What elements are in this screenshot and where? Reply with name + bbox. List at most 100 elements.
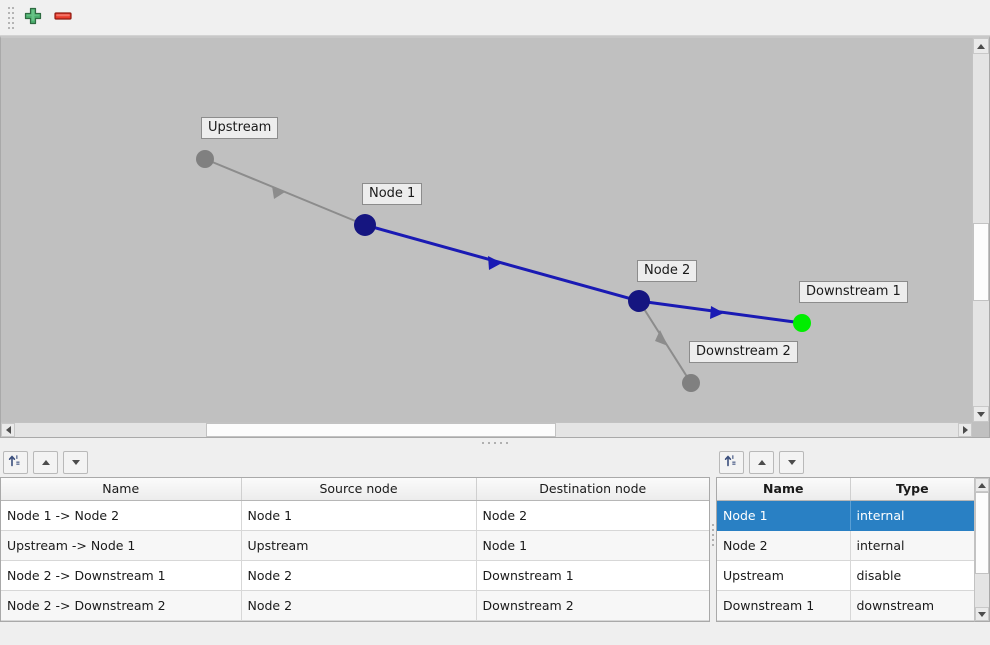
nodes-table-container[interactable]: Name Type Node 1 internal Node 2 i — [716, 477, 974, 622]
edge-destination-cell: Downstream 2 — [476, 590, 709, 621]
arrow-down-icon — [787, 459, 796, 465]
nodes-column-name[interactable]: Name — [717, 478, 851, 501]
edges-column-source[interactable]: Source node — [241, 478, 477, 501]
edge-node1-node2[interactable] — [364, 223, 640, 303]
arrow-right-icon — [962, 426, 968, 434]
nodes-scroll-up-button[interactable] — [975, 478, 989, 492]
sort-ascending-icon — [7, 452, 24, 472]
edge-name-cell: Node 1 -> Node 2 — [1, 500, 242, 531]
arrow-up-icon — [978, 482, 986, 488]
canvas-horizontal-scrollbar[interactable] — [1, 422, 972, 437]
edge-source-cell: Node 1 — [241, 500, 477, 531]
graph-node-node1[interactable] — [354, 214, 376, 236]
edge-upstream-node1[interactable] — [204, 158, 366, 226]
nodes-table-header-row: Name Type — [717, 478, 974, 501]
scroll-right-button[interactable] — [958, 423, 972, 437]
sort-edges-button[interactable] — [3, 450, 28, 474]
nodes-scroll-down-button[interactable] — [975, 607, 989, 621]
edge-name-cell: Node 2 -> Downstream 2 — [1, 590, 242, 621]
edges-table: Name Source node Destination node Node 1… — [1, 478, 709, 621]
arrow-up-icon — [757, 459, 766, 465]
nodes-column-type[interactable]: Type — [850, 478, 974, 501]
graph-label-node2[interactable]: Node 2 — [637, 260, 698, 282]
node-name-cell: Node 1 — [717, 500, 851, 531]
table-row[interactable]: Node 2 -> Downstream 1 Node 2 Downstream… — [1, 560, 709, 591]
table-row[interactable]: Upstream -> Node 1 Upstream Node 1 — [1, 530, 709, 561]
table-row[interactable]: Downstream 1 downstream — [717, 590, 974, 621]
graph-canvas[interactable]: Upstream Node 1 Node 2 Downstream 1 Down… — [1, 38, 972, 422]
arrow-down-icon — [978, 611, 986, 617]
graph-node-upstream[interactable] — [196, 150, 214, 168]
table-empty-row — [717, 620, 974, 621]
edge-node2-downstream1[interactable] — [638, 299, 803, 325]
graph-label-downstream2[interactable]: Downstream 2 — [689, 341, 798, 363]
edge-name-cell: Upstream -> Node 1 — [1, 530, 242, 561]
edge-source-cell: Node 2 — [241, 560, 477, 591]
graph-label-downstream1[interactable]: Downstream 1 — [799, 281, 908, 303]
node-name-cell: Upstream — [717, 560, 851, 591]
nodes-toolbar — [716, 447, 990, 477]
move-edge-down-button[interactable] — [63, 450, 88, 474]
minus-icon — [52, 6, 74, 29]
edges-table-container[interactable]: Name Source node Destination node Node 1… — [0, 477, 710, 622]
edges-column-destination[interactable]: Destination node — [476, 478, 709, 501]
edge-name-cell: Node 2 -> Downstream 1 — [1, 560, 242, 591]
scroll-down-button[interactable] — [973, 406, 989, 422]
edge-destination-cell: Node 1 — [476, 530, 709, 561]
table-row[interactable]: Node 2 internal — [717, 530, 974, 561]
nodes-vscroll-thumb[interactable] — [975, 492, 989, 574]
add-node-button[interactable] — [18, 4, 48, 32]
graph-node-downstream1[interactable] — [793, 314, 811, 332]
edge-destination-cell: Downstream 1 — [476, 560, 709, 591]
nodes-table-vertical-scrollbar[interactable] — [974, 477, 990, 622]
graph-node-downstream2[interactable] — [682, 374, 700, 392]
vscroll-thumb[interactable] — [973, 223, 989, 301]
arrow-down-icon — [977, 411, 985, 417]
edges-table-header-row: Name Source node Destination node — [1, 478, 709, 501]
arrow-left-icon — [5, 426, 11, 434]
edges-toolbar — [0, 447, 710, 477]
node-name-cell: Downstream 1 — [717, 590, 851, 621]
node-type-cell: disable — [850, 560, 974, 591]
move-node-up-button[interactable] — [749, 450, 774, 474]
sort-ascending-icon — [723, 452, 740, 472]
arrow-down-icon — [71, 459, 80, 465]
sort-nodes-button[interactable] — [719, 450, 744, 474]
edge-node2-downstream2[interactable] — [638, 300, 692, 384]
table-row[interactable]: Upstream disable — [717, 560, 974, 591]
edges-pane: Name Source node Destination node Node 1… — [0, 447, 710, 622]
status-strip — [0, 622, 990, 645]
nodes-table-area: Name Type Node 1 internal Node 2 i — [716, 477, 990, 622]
move-node-down-button[interactable] — [779, 450, 804, 474]
nodes-table: Name Type Node 1 internal Node 2 i — [717, 478, 974, 621]
bottom-panes: Name Source node Destination node Node 1… — [0, 447, 990, 622]
arrow-up-icon — [977, 43, 985, 49]
move-edge-up-button[interactable] — [33, 450, 58, 474]
node-type-cell: internal — [850, 500, 974, 531]
table-row[interactable]: Node 1 -> Node 2 Node 1 Node 2 — [1, 500, 709, 531]
graph-label-upstream[interactable]: Upstream — [201, 117, 279, 139]
node-name-cell: Node 2 — [717, 530, 851, 561]
edge-source-cell: Upstream — [241, 530, 477, 561]
scroll-up-button[interactable] — [973, 38, 989, 54]
vertical-splitter[interactable] — [710, 447, 716, 622]
arrow-up-icon — [41, 459, 50, 465]
graph-node-node2[interactable] — [628, 290, 650, 312]
table-row[interactable]: Node 2 -> Downstream 2 Node 2 Downstream… — [1, 590, 709, 621]
canvas-vertical-scrollbar[interactable] — [972, 38, 989, 422]
table-row[interactable]: Node 1 internal — [717, 500, 974, 531]
node-type-cell: downstream — [850, 590, 974, 621]
main-toolbar — [0, 0, 990, 36]
edge-source-cell: Node 2 — [241, 590, 477, 621]
node-type-cell: internal — [850, 530, 974, 561]
scroll-left-button[interactable] — [1, 423, 15, 437]
graph-label-node1[interactable]: Node 1 — [362, 183, 423, 205]
hscroll-thumb[interactable] — [206, 423, 556, 437]
edges-column-name[interactable]: Name — [1, 478, 242, 501]
horizontal-splitter[interactable] — [0, 438, 990, 447]
graph-drawing — [196, 150, 811, 392]
remove-node-button[interactable] — [48, 4, 78, 32]
edge-destination-cell: Node 2 — [476, 500, 709, 531]
toolbar-drag-handle[interactable] — [4, 6, 13, 29]
